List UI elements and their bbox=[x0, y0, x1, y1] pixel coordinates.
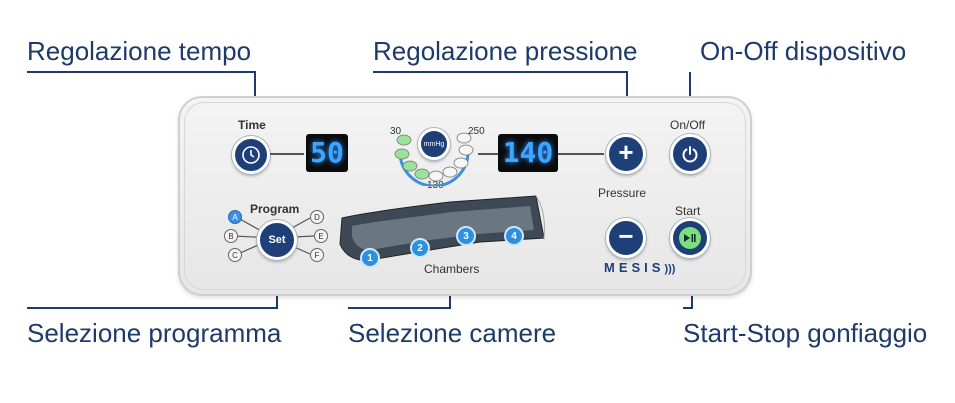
time-label: Time bbox=[238, 118, 266, 132]
signal-icon: ))) bbox=[664, 263, 675, 275]
mmhg-indicator: mmHg bbox=[418, 128, 450, 160]
program-e-button[interactable]: E bbox=[314, 229, 328, 243]
clock-icon bbox=[240, 144, 262, 166]
program-f-button[interactable]: F bbox=[310, 248, 324, 262]
power-button[interactable] bbox=[670, 134, 710, 174]
mmhg-label: mmHg bbox=[424, 141, 445, 148]
pressure-plus-button[interactable]: + bbox=[606, 134, 646, 174]
start-stop-button[interactable] bbox=[670, 218, 710, 258]
play-pause-icon bbox=[683, 233, 697, 243]
minus-icon: − bbox=[618, 221, 633, 252]
start-inner bbox=[679, 227, 701, 249]
brand-name: MESIS bbox=[604, 260, 664, 275]
time-display: 50 bbox=[306, 134, 348, 172]
program-b-button[interactable]: B bbox=[224, 229, 238, 243]
pressure-minus-button[interactable]: − bbox=[606, 218, 646, 258]
set-button[interactable]: Set bbox=[257, 220, 297, 260]
chambers-label: Chambers bbox=[424, 262, 479, 276]
chamber-1-button[interactable]: 1 bbox=[360, 248, 380, 268]
chamber-4-button[interactable]: 4 bbox=[504, 226, 524, 246]
program-d-button[interactable]: D bbox=[310, 210, 324, 224]
pressure-connector bbox=[558, 153, 604, 155]
control-panel: Time 50 30 250 130 mmHg 140 + Pressur bbox=[178, 96, 752, 296]
brand-logo: MESIS))) bbox=[604, 260, 675, 275]
pressure-display: 140 bbox=[498, 134, 558, 172]
time-connector bbox=[270, 153, 304, 155]
time-button[interactable] bbox=[232, 136, 270, 174]
power-icon bbox=[680, 144, 700, 164]
onoff-label: On/Off bbox=[670, 118, 705, 132]
plus-icon: + bbox=[618, 137, 633, 168]
program-a-button[interactable]: A bbox=[228, 210, 242, 224]
gauge-connector bbox=[478, 153, 498, 155]
start-label: Start bbox=[675, 204, 700, 218]
chamber-3-button[interactable]: 3 bbox=[456, 226, 476, 246]
program-c-button[interactable]: C bbox=[228, 248, 242, 262]
chamber-2-button[interactable]: 2 bbox=[410, 238, 430, 258]
pressure-label: Pressure bbox=[598, 186, 646, 200]
